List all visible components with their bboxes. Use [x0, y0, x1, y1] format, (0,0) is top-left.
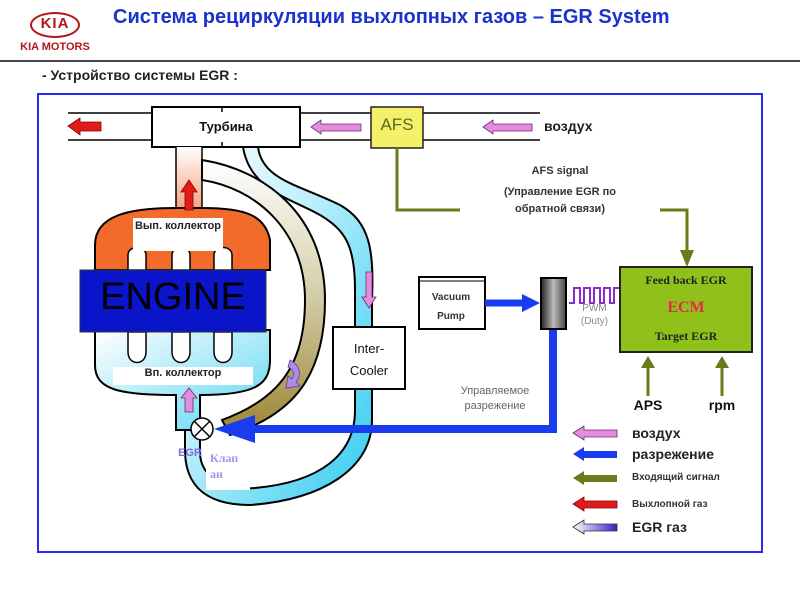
- intercooler-box: [332, 326, 406, 390]
- ecm-target-label: Target EGR: [654, 329, 718, 343]
- legend-egr-gas-arrow-icon: [572, 519, 618, 535]
- air-in-arrow-icon: [482, 119, 533, 135]
- ecm-feedback-label: Feed back EGR: [645, 273, 727, 287]
- ecm-name: ECM: [667, 299, 705, 316]
- afs-sensor-box: [370, 106, 424, 149]
- kia-logo: KIA KIA MOTORS: [10, 10, 100, 58]
- exhaust-up-arrow-icon: [180, 179, 198, 211]
- pwm-signal-wave: [569, 287, 621, 304]
- page-title: Система рециркуляции выхлопных газов – E…: [113, 6, 670, 28]
- kia-logo-ellipse: [30, 12, 80, 38]
- engine-block: [79, 269, 267, 333]
- afs-signal-arrowhead-icon: [680, 250, 694, 267]
- egr-label: EGR: [178, 447, 202, 459]
- controlled-vacuum-line: [250, 328, 557, 433]
- rpm-input-label: rpm: [708, 397, 736, 413]
- afs-signal-label: AFS signal: [531, 165, 589, 177]
- legend-vacuum-arrow-icon: [573, 447, 617, 461]
- intake-exhaust-pipe: [68, 112, 540, 141]
- kia-logo-mark: KIA: [40, 15, 70, 32]
- vacuum-pump-arrowhead-icon: [522, 294, 540, 312]
- vacuum-arrowhead-icon: [214, 415, 255, 443]
- aps-input-arrow-icon: [641, 356, 655, 396]
- rpm-input-arrow-icon: [715, 356, 729, 396]
- vacuum-pump-label: Vacuum Pump: [431, 292, 471, 322]
- exhaust-ports: [127, 246, 233, 271]
- legend-air-arrow-icon: [572, 425, 618, 441]
- air-flow-arrow-icon: [310, 119, 362, 135]
- legend-item-exhaust-gas: Выхлопной газ: [632, 499, 708, 510]
- afs-signal-line-to-ecm: [660, 208, 689, 255]
- intercooler-label: Inter- Cooler: [349, 341, 389, 378]
- intake-ports: [127, 331, 233, 364]
- intake-up-arrow-icon: [180, 387, 198, 413]
- intake-air-pipe: [184, 146, 374, 507]
- legend-input-signal-arrow-icon: [573, 471, 617, 485]
- afs-signal-note: (Управление EGR по обратной связи): [504, 186, 616, 215]
- afs-signal-line: [395, 148, 460, 212]
- aps-input-label: APS: [633, 397, 663, 413]
- intake-manifold-label: Вп. коллектор: [113, 367, 253, 385]
- air-down-arrow-icon: [361, 271, 377, 309]
- legend-item-vacuum: разрежение: [632, 446, 714, 462]
- air-in-label: воздух: [544, 118, 593, 134]
- egr-valve-label: Клап ан: [206, 450, 250, 490]
- legend-item-air: воздух: [632, 425, 681, 441]
- duty-label: (Duty): [580, 316, 609, 327]
- exhaust-manifold-label: Вып. коллектор: [133, 218, 223, 251]
- egr-flow-arrow-icon: [285, 359, 301, 389]
- title-divider: [0, 60, 800, 62]
- turbine-label: Турбина: [199, 119, 253, 134]
- legend-exhaust-gas-arrow-icon: [572, 496, 618, 512]
- exhaust-out-arrow-icon: [67, 117, 102, 136]
- controlled-vacuum-label: Управляемое разрежение: [460, 385, 530, 412]
- diagram-frame: [37, 93, 763, 553]
- egr-solenoid: [540, 277, 567, 330]
- engine-label: ENGINE: [100, 276, 246, 318]
- section-subtitle: - Устройство системы EGR :: [42, 67, 238, 83]
- vacuum-pump-box: [418, 276, 486, 330]
- egr-valve-icon: [190, 417, 214, 441]
- kia-logo-text: KIA MOTORS: [20, 41, 90, 53]
- legend-item-input-signal: Входящий сигнал: [632, 472, 720, 483]
- turbine-box: [151, 106, 301, 148]
- ecm-box: [619, 266, 753, 353]
- afs-label: AFS: [380, 115, 414, 134]
- legend-item-egr-gas: EGR газ: [632, 519, 687, 535]
- pwm-label: PWM: [582, 303, 607, 314]
